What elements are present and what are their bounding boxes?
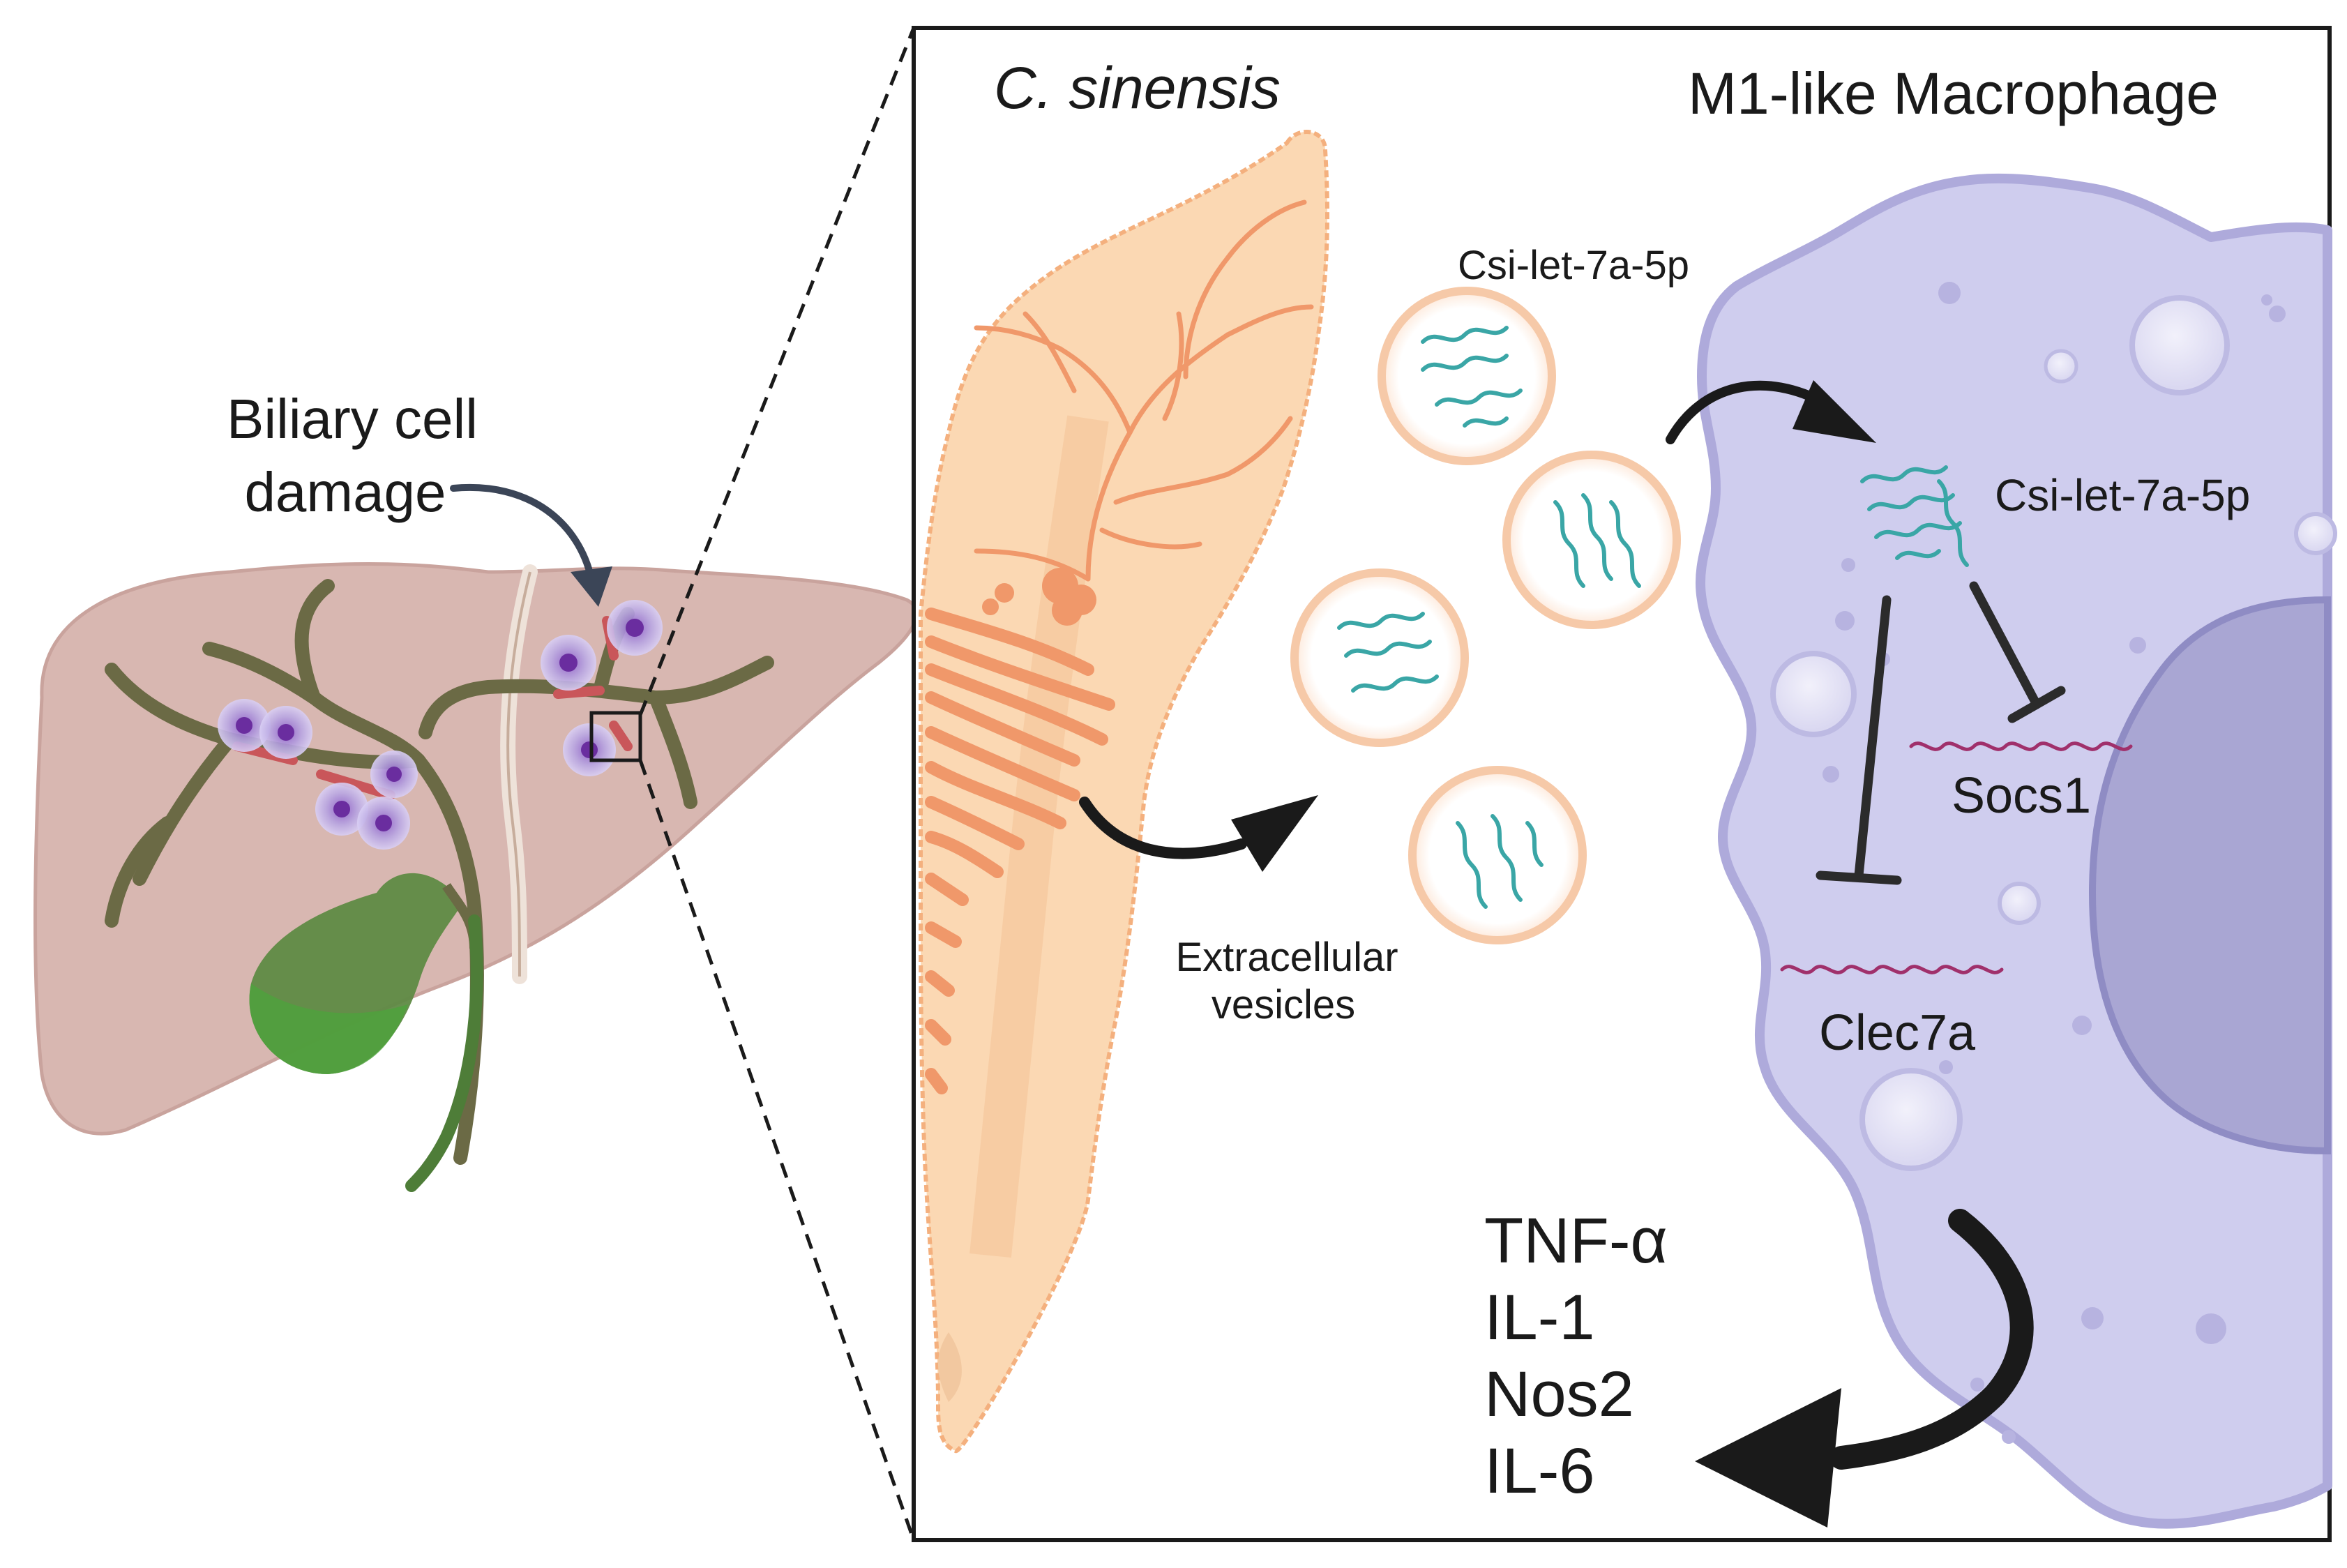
damage-label-line1: Biliary cell — [227, 388, 478, 450]
cytokine-item: TNF-α — [1484, 1205, 1668, 1276]
damaged-cell — [259, 706, 312, 759]
target-label-clec7a: Clec7a — [1819, 1005, 1976, 1061]
damaged-cell — [541, 635, 596, 691]
macrophage-vacuole — [2044, 349, 2078, 384]
parasite-label: C. sinensis — [994, 55, 1281, 121]
macrophage-vacuole — [1770, 651, 1857, 737]
inhibition-arrow-icon — [1969, 581, 2066, 723]
cytokine-item: IL-6 — [1484, 1435, 1595, 1507]
vesicle-label-line1: Extracellular — [1175, 935, 1398, 980]
mirna-label-cell: Csi-let-7a-5p — [1995, 470, 2250, 520]
cytokine-item: Nos2 — [1484, 1359, 1634, 1430]
macrophage-vacuole — [1859, 1068, 1963, 1171]
cytokine-list: TNF-α IL-1 Nos2 IL-6 — [1484, 1205, 1668, 1507]
macrophage-vacuole — [2129, 295, 2230, 395]
common-bile-duct — [405, 914, 483, 1192]
cytokine-item: IL-1 — [1484, 1282, 1595, 1353]
damage-pointer-arrow — [450, 483, 612, 607]
macrophage-vacuole — [1998, 882, 2041, 925]
mrna-strands — [1780, 741, 2133, 974]
mirna-strands — [1337, 326, 1969, 909]
damaged-cell — [370, 751, 418, 798]
vesicle-icon — [1290, 287, 1681, 944]
mirna-label-vesicles: Csi-let-7a-5p — [1458, 243, 1689, 288]
macrophage-vacuole — [2294, 512, 2337, 555]
damaged-biliary-cells — [218, 600, 663, 850]
curved-arrow-icon — [1666, 380, 1876, 444]
damaged-cell — [315, 783, 368, 836]
parasite-branches — [974, 199, 1314, 582]
target-label-socs1: Socs1 — [1952, 768, 2091, 824]
inhibition-arrow-icon — [1816, 595, 1902, 885]
damaged-cell — [607, 600, 663, 656]
parasite-uterus — [925, 608, 1115, 1094]
curved-arrow-icon — [1695, 1209, 2034, 1528]
macrophage-icon — [1695, 173, 2337, 1529]
zoom-connector-lines — [638, 27, 916, 1541]
parasite-icon — [918, 130, 1329, 1454]
damaged-cell — [357, 797, 410, 850]
curved-arrow-icon — [1079, 795, 1318, 872]
damaged-cell — [563, 723, 616, 776]
parasite-ovary — [982, 568, 1096, 626]
macrophage-label: M1-like Macrophage — [1688, 61, 2219, 126]
damaged-cell — [218, 699, 271, 752]
zoom-region-box — [589, 711, 642, 762]
damage-label-line2: damage — [244, 461, 446, 523]
vesicle-label-line2: vesicles — [1212, 982, 1355, 1027]
